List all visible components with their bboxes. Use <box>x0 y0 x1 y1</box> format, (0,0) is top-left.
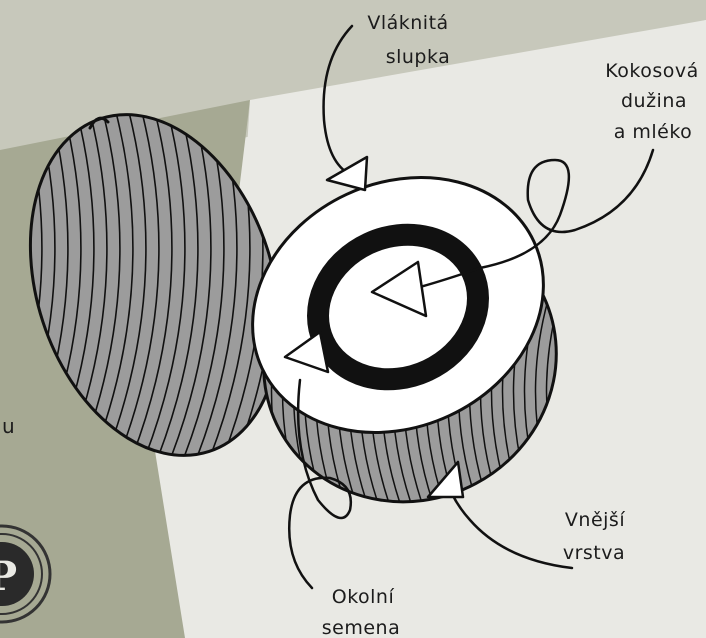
svg-text:Kokosová: Kokosová <box>605 60 699 82</box>
svg-text:semena: semena <box>322 617 400 638</box>
left-partial-text: u <box>2 414 15 438</box>
svg-text:dužina: dužina <box>621 90 687 112</box>
svg-text:vrstva: vrstva <box>563 542 625 564</box>
svg-text:Okolní: Okolní <box>332 586 395 608</box>
svg-text:Vnější: Vnější <box>565 509 625 531</box>
badge-letter: P <box>0 553 17 600</box>
svg-text:Vláknitá: Vláknitá <box>367 12 448 34</box>
svg-text:slupka: slupka <box>386 46 451 68</box>
svg-text:a mléko: a mléko <box>614 121 693 143</box>
